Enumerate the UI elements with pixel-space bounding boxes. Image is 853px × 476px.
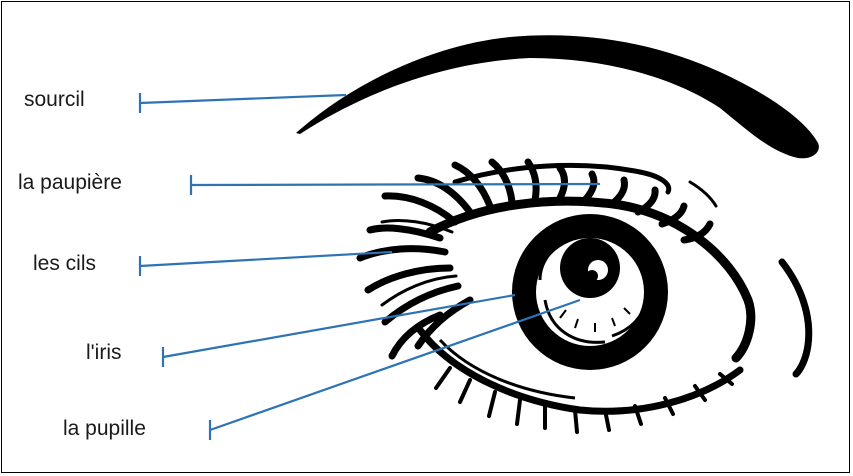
eyebrow-leader-line [140, 95, 346, 103]
label-lashes: les cils [33, 253, 96, 274]
label-eyebrow: sourcil [24, 89, 85, 110]
lashes-leader-line [140, 252, 392, 266]
iris-leader-line [163, 295, 515, 357]
label-iris: l'iris [86, 342, 122, 363]
eyelid-leader-line [191, 184, 600, 185]
label-eyelid: la paupière [18, 172, 122, 193]
label-pupil: la pupille [63, 418, 146, 439]
pupil-leader-line [210, 300, 580, 430]
eyebrow-drawing [296, 35, 819, 158]
